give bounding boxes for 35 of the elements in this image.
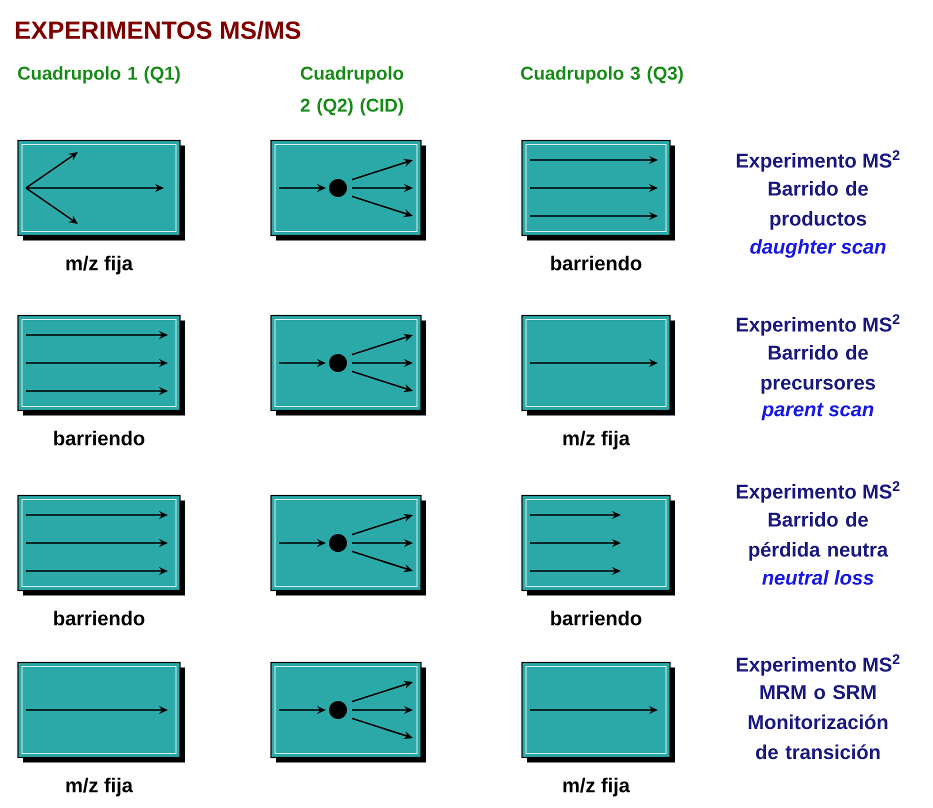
scan-name: daughter scan — [750, 239, 886, 258]
quadrupole-box — [521, 494, 676, 596]
quadrupole-box — [270, 140, 426, 240]
quadrupole-box — [521, 662, 676, 762]
scan-mode-label: barriendo — [551, 256, 642, 270]
scan-mode-label: m/z fija — [563, 430, 630, 450]
scan-mode-label: barriendo — [54, 430, 144, 446]
experiment-title: Experimento MS$^{2}$ — [736, 481, 900, 503]
column-heading: Cuadrupolo 2 (Q2) (CID) — [300, 66, 404, 116]
quadrupole-box — [521, 140, 676, 240]
quadrupole-box — [17, 314, 185, 416]
quadrupole-box — [270, 662, 426, 762]
quadrupole-box — [270, 314, 426, 416]
experiment-title: Experimento MS$^{2}$ — [736, 314, 900, 336]
column-heading: Cuadrupolo 3 (Q3) — [521, 66, 683, 84]
quadrupole-box — [521, 314, 676, 416]
experiment-description: MRM o SRM Monitorización de transición — [748, 685, 888, 760]
quadrupole-box — [17, 662, 185, 762]
quadrupole-box — [17, 494, 185, 596]
scan-mode-label: m/z fija — [66, 256, 133, 274]
experiment-description: Barrido de pérdida neutra — [749, 512, 888, 561]
quadrupole-box — [17, 140, 185, 240]
scan-name: parent scan — [761, 403, 874, 420]
column-heading: Cuadrupolo 1 (Q1) — [18, 66, 180, 84]
experiment-description: Barrido de precursores — [762, 345, 875, 394]
scan-mode-label: barriendo — [551, 610, 642, 626]
quadrupole-box — [270, 494, 426, 596]
title: EXPERIMENTOS MS/MS — [16, 20, 300, 40]
scan-mode-label: m/z fija — [66, 778, 133, 796]
experiment-description: Barrido de productos — [768, 181, 868, 230]
experiment-title: Experimento MS$^{2}$ — [736, 654, 900, 676]
scan-mode-label: m/z fija — [563, 778, 630, 796]
scan-name: neutral loss — [762, 570, 874, 585]
scan-mode-label: barriendo — [54, 610, 144, 626]
experiment-title: Experimento MS$^{2}$ — [736, 150, 900, 172]
